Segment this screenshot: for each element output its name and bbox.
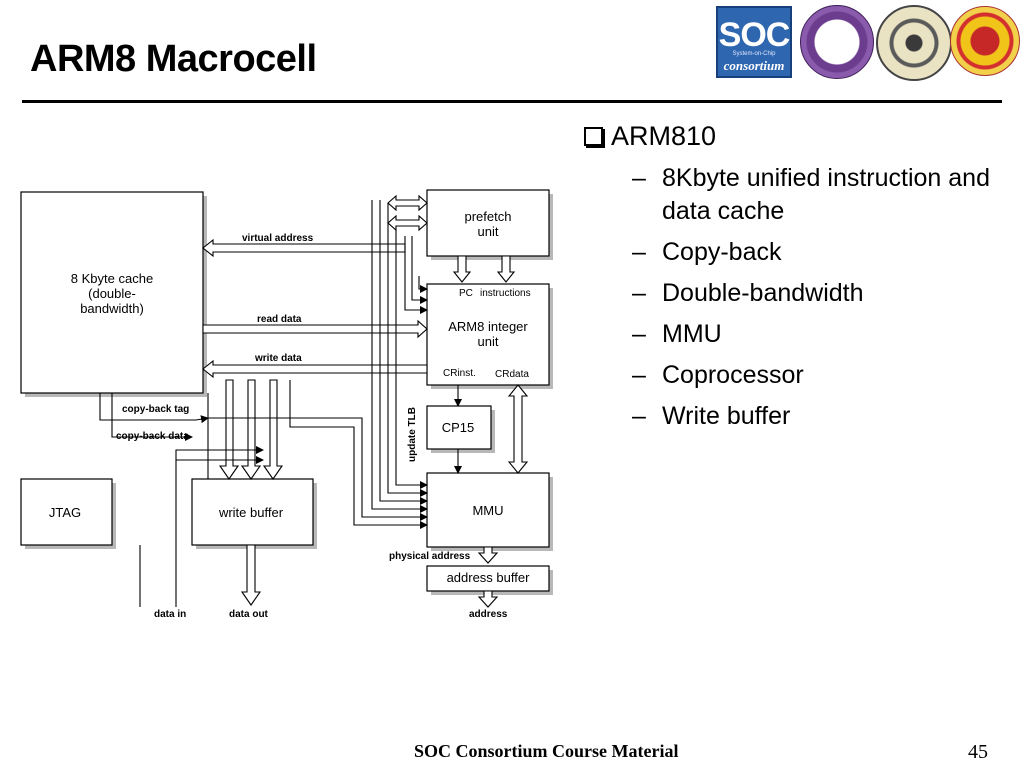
integer-label-line2: unit [478, 334, 499, 349]
data-out-bus [240, 544, 262, 606]
copy-back-tag-to-mmu-wire [203, 417, 428, 521]
prefetch-top-bus [387, 194, 428, 212]
prefetch-to-pc-arrow [452, 255, 472, 283]
data-in-wire [175, 446, 264, 607]
university-seal-gray-logo [876, 5, 952, 81]
integer-unit-block [426, 283, 550, 386]
footer-course-material: SOC Consortium Course Material [414, 741, 679, 761]
crdata-label: CRdata [495, 369, 529, 380]
bus-wire-1 [371, 200, 428, 513]
prefetch-to-instructions-arrow [496, 255, 516, 283]
soc-logo-text: SOC [718, 16, 791, 54]
checkbox-bullet-icon [584, 127, 603, 146]
write-buffer-label: write buffer [218, 505, 284, 520]
write-buffer-in-bus-b [240, 379, 262, 480]
bullet-sub-copy-back: Copy-back [580, 236, 1010, 269]
copy-back-data-wire [111, 393, 193, 441]
copy-back-tag-label: copy-back tag [122, 404, 189, 415]
bullet-list: ARM810 8Kbyte unified instruction and da… [580, 116, 1010, 441]
integer-mmu-bus [507, 384, 529, 474]
bus-wire-7 [418, 276, 428, 293]
cp15-block [426, 405, 492, 450]
bus-wire-5 [404, 236, 428, 314]
write-data-label: write data [254, 353, 302, 364]
university-seal-red-logo [950, 6, 1020, 76]
bus-wire-4 [395, 230, 428, 489]
prefetch-unit-block [426, 189, 550, 257]
title-underline [22, 100, 1002, 103]
copy-back-tag-wire [99, 393, 209, 424]
virtual-address-bus [202, 238, 406, 258]
soc-logo-subtext: consortium [723, 58, 785, 73]
mmu-to-address-buffer-arrow [477, 546, 499, 564]
bullet-main: ARM810 [580, 116, 1010, 156]
soc-logo-tagline: System-on-Chip [732, 51, 776, 57]
prefetch-mid-bus [387, 214, 428, 232]
bullet-main-text: ARM810 [611, 121, 717, 151]
physical-address-label: physical address [389, 551, 471, 562]
update-tlb-label: update TLB [407, 407, 418, 462]
soc-consortium-logo: SOC System-on-Chip consortium [716, 6, 792, 78]
cache-label-line1: 8 Kbyte cache [71, 271, 153, 286]
cache-label-line2: (double- [88, 286, 136, 301]
cache-label-line3: bandwidth) [80, 301, 144, 316]
prefetch-label-line1: prefetch [465, 209, 512, 224]
write-data-to-mmu-wire [289, 380, 428, 529]
university-seal-purple-logo [800, 5, 874, 79]
address-label: address [469, 609, 508, 620]
pc-label: PC [459, 288, 473, 299]
prefetch-label-line2: unit [478, 224, 499, 239]
bullet-sub-write-buffer: Write buffer [580, 400, 1010, 433]
crinst-label: CRinst. [443, 368, 476, 379]
write-buffer-in-bus-a [218, 379, 240, 480]
write-buffer-block [191, 478, 314, 546]
bus-wire-3 [387, 203, 428, 497]
bullet-sub-double-bandwidth: Double-bandwidth [580, 277, 1010, 310]
virtual-address-label: virtual address [242, 233, 314, 244]
data-in-label: data in [154, 609, 186, 620]
page-number: 45 [968, 741, 988, 763]
address-out-arrow [477, 590, 499, 608]
jtag-label: JTAG [49, 505, 81, 520]
mmu-label: MMU [472, 503, 503, 518]
integer-label-line1: ARM8 integer [448, 319, 528, 334]
cp15-label: CP15 [442, 420, 475, 435]
instructions-label: instructions [480, 288, 531, 299]
write-buffer-in-bus-c [262, 379, 284, 480]
bullet-sub-mmu: MMU [580, 318, 1010, 351]
cache-block [20, 191, 204, 394]
bus-wire-2 [379, 200, 428, 505]
address-buffer-label: address buffer [447, 570, 531, 585]
bus-wire-6 [411, 236, 428, 304]
bullet-sub-coprocessor: Coprocessor [580, 359, 1010, 392]
data-out-label: data out [229, 609, 269, 620]
jtag-block [20, 478, 113, 546]
read-data-label: read data [257, 314, 302, 325]
read-data-bus [202, 319, 428, 339]
slide-title: ARM8 Macrocell [30, 38, 317, 80]
bullet-sub-cache: 8Kbyte unified instruction and data cach… [580, 162, 1010, 228]
write-data-bus [202, 359, 428, 379]
